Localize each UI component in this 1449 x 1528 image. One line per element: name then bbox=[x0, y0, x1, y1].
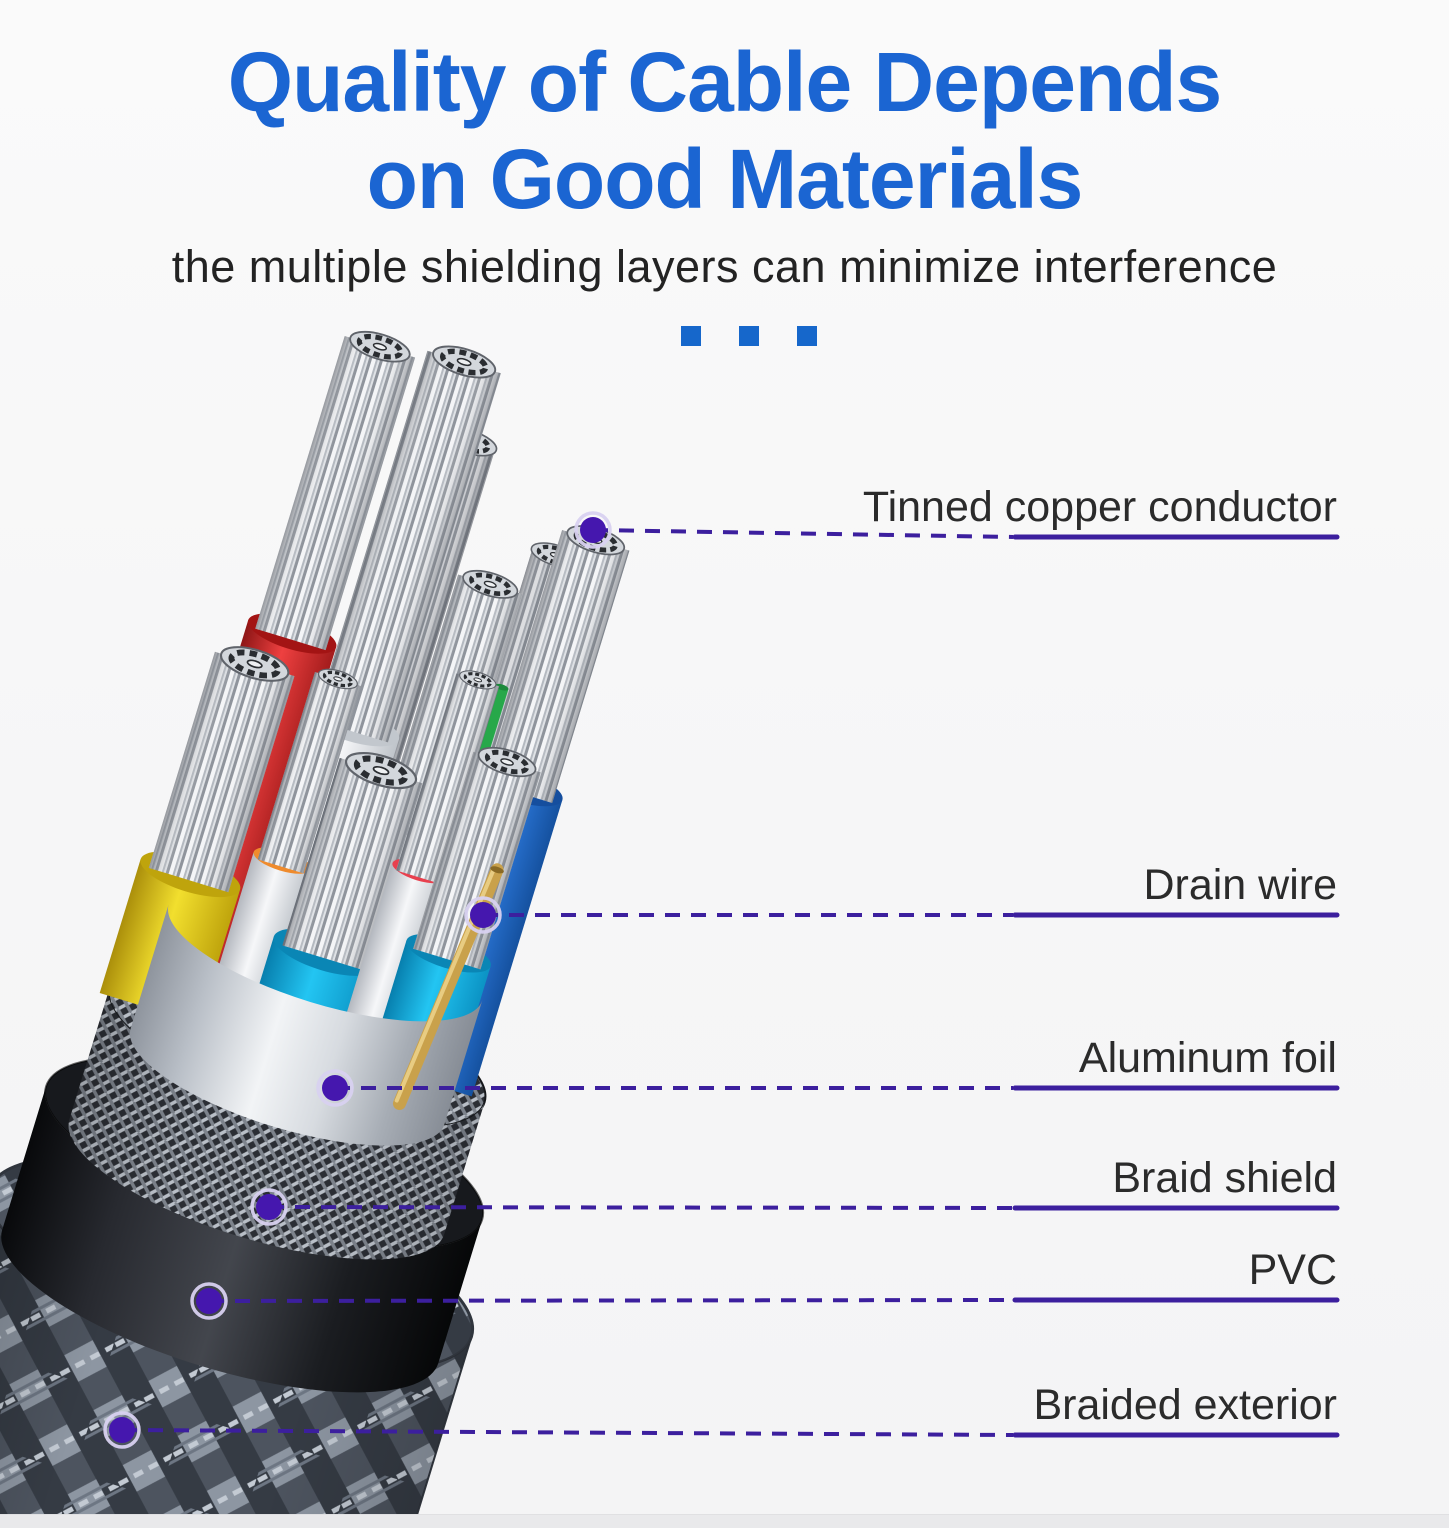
leader-dot bbox=[256, 1194, 282, 1220]
leader-line-braid-shield bbox=[250, 1188, 1340, 1226]
leader-dot bbox=[580, 517, 606, 543]
leader-line-aluminum-foil bbox=[316, 1069, 1340, 1107]
decor-square bbox=[680, 326, 701, 346]
leader-dot bbox=[109, 1417, 135, 1443]
layer-label-tinned-copper-conductor: Tinned copper conductor bbox=[862, 483, 1337, 531]
page-title-line2: on Good Materials bbox=[366, 132, 1084, 226]
page-title: Quality of Cable Depends on Good Materia… bbox=[0, 34, 1449, 228]
leader-dot bbox=[470, 902, 496, 928]
leader-line-tinned-copper-conductor bbox=[574, 511, 1340, 549]
layer-label-pvc: PVC bbox=[1248, 1246, 1337, 1294]
leader-line-drain-wire bbox=[464, 896, 1340, 934]
layer-label-aluminum-foil: Aluminum foil bbox=[1078, 1034, 1337, 1082]
layer-label-braided-exterior: Braided exterior bbox=[1033, 1381, 1337, 1429]
layer-label-braid-shield: Braid shield bbox=[1112, 1154, 1337, 1202]
decor-squares bbox=[24, 326, 1449, 346]
decor-square bbox=[738, 326, 759, 346]
leader-line-pvc bbox=[190, 1282, 1340, 1320]
cable bbox=[0, 288, 747, 1528]
leader-dot bbox=[196, 1288, 222, 1314]
page-title-line1: Quality of Cable Depends bbox=[227, 35, 1223, 129]
leader-line-braided-exterior bbox=[103, 1411, 1340, 1449]
layer-label-drain-wire: Drain wire bbox=[1143, 861, 1337, 909]
decor-square bbox=[796, 326, 817, 346]
subtitle: the multiple shielding layers can minimi… bbox=[171, 241, 1278, 292]
leader-dot bbox=[322, 1075, 348, 1101]
header: Quality of Cable Depends on Good Materia… bbox=[0, 0, 1449, 346]
bottom-strip bbox=[0, 1514, 1449, 1528]
